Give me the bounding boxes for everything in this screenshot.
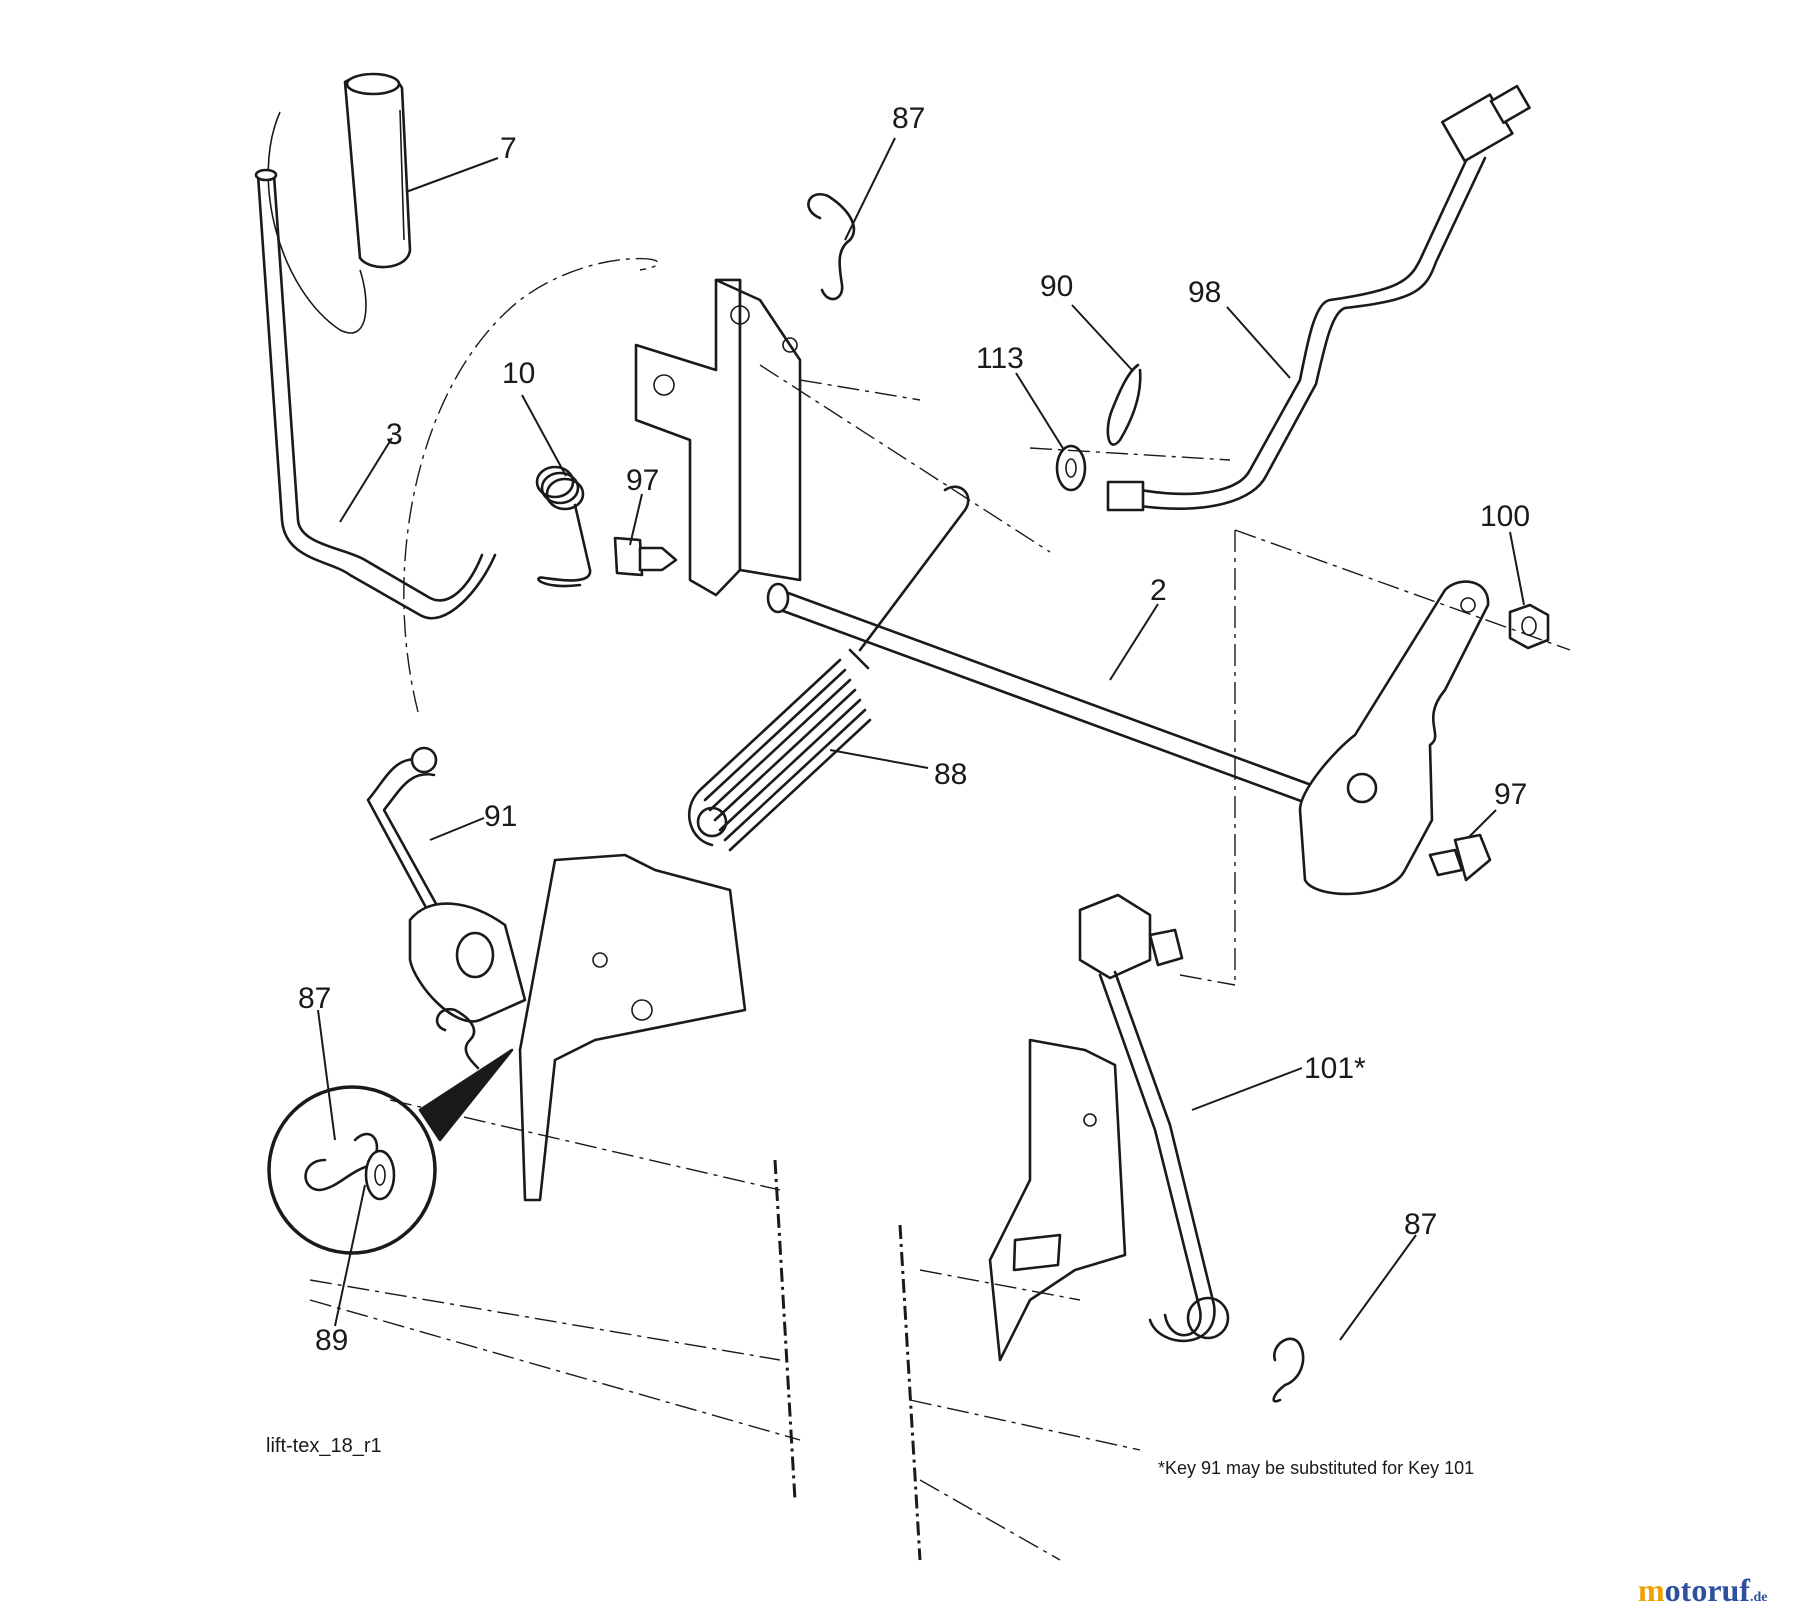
callout-91: 91	[484, 800, 517, 833]
hairpin-clip-left	[435, 1007, 480, 1070]
link-left	[366, 746, 447, 922]
cotter-pin	[1106, 363, 1142, 446]
callout-90: 90	[1040, 270, 1073, 303]
leader-97-left	[629, 493, 643, 546]
leader-88	[829, 749, 929, 769]
lift-shaft	[766, 582, 1327, 810]
callout-87-bottom: 87	[1404, 1208, 1437, 1241]
extension-spring	[687, 485, 970, 852]
callout-7: 7	[500, 132, 517, 165]
leader-3	[339, 437, 393, 523]
callout-88: 88	[934, 758, 967, 791]
leader-89	[334, 1184, 366, 1327]
lift-bracket	[634, 278, 802, 597]
leader-7	[405, 157, 499, 193]
locknut	[1508, 603, 1550, 650]
drawing-id: lift-tex_18_r1	[266, 1435, 382, 1457]
hairpin-clip-bottom	[1272, 1337, 1305, 1403]
bolt-left	[613, 536, 678, 577]
motoruf-watermark-logo: motoruf.de	[1638, 1572, 1768, 1608]
callout-97-right: 97	[1494, 778, 1527, 811]
hairpin-clip-top	[807, 193, 856, 301]
frame-plate-left	[518, 853, 747, 1202]
leader-2	[1109, 603, 1159, 681]
callout-97-left: 97	[626, 464, 659, 497]
centerline-b	[799, 379, 921, 401]
centerline-i	[919, 1269, 1081, 1301]
link-right	[1078, 893, 1230, 1343]
frame-edge-left	[773, 1159, 797, 1501]
callout-87-left: 87	[298, 982, 331, 1015]
leader-101	[1191, 1067, 1303, 1111]
callout-89: 89	[315, 1324, 348, 1357]
callout-3: 3	[386, 418, 403, 451]
callout-101: 101*	[1304, 1052, 1366, 1085]
leader-90	[1071, 304, 1133, 371]
lift-arm-right	[1298, 580, 1490, 896]
centerline-f	[1029, 447, 1231, 461]
leader-98	[1226, 306, 1291, 379]
centerline-g	[389, 1099, 781, 1191]
frame-plate-right	[988, 1038, 1127, 1362]
callout-100: 100	[1480, 500, 1530, 533]
lift-handle	[254, 168, 497, 620]
washer	[1055, 444, 1087, 492]
leader-87-top	[844, 137, 896, 241]
callout-87-top: 87	[892, 102, 925, 135]
leader-10	[521, 394, 567, 477]
callout-10: 10	[502, 357, 535, 390]
leader-97-right	[1467, 809, 1497, 839]
grip	[343, 72, 412, 269]
detail-magnifier	[267, 1048, 514, 1255]
leader-100	[1509, 531, 1525, 606]
handle-swing-path	[403, 257, 659, 713]
leader-91	[429, 817, 485, 841]
leader-87-left	[317, 1009, 336, 1141]
frame-rail-right	[919, 1479, 1061, 1561]
leader-113	[1015, 372, 1065, 451]
callout-98: 98	[1188, 276, 1221, 309]
centerline-h	[309, 1279, 781, 1361]
centerline-j	[909, 1399, 1141, 1451]
centerline-a	[759, 364, 1051, 553]
leader-87-bottom	[1339, 1234, 1417, 1341]
adjust-rod	[1106, 84, 1531, 512]
callout-113: 113	[976, 342, 1024, 375]
centerline-c	[1234, 529, 1571, 651]
centerline-e	[1179, 974, 1236, 986]
callout-2: 2	[1150, 574, 1167, 607]
torsion-spring	[535, 465, 592, 588]
frame-rail-left	[309, 1299, 801, 1441]
frame-edge-right	[898, 1224, 922, 1561]
bolt-right	[1428, 833, 1492, 882]
substitution-footnote: *Key 91 may be substituted for Key 101	[1158, 1458, 1475, 1478]
